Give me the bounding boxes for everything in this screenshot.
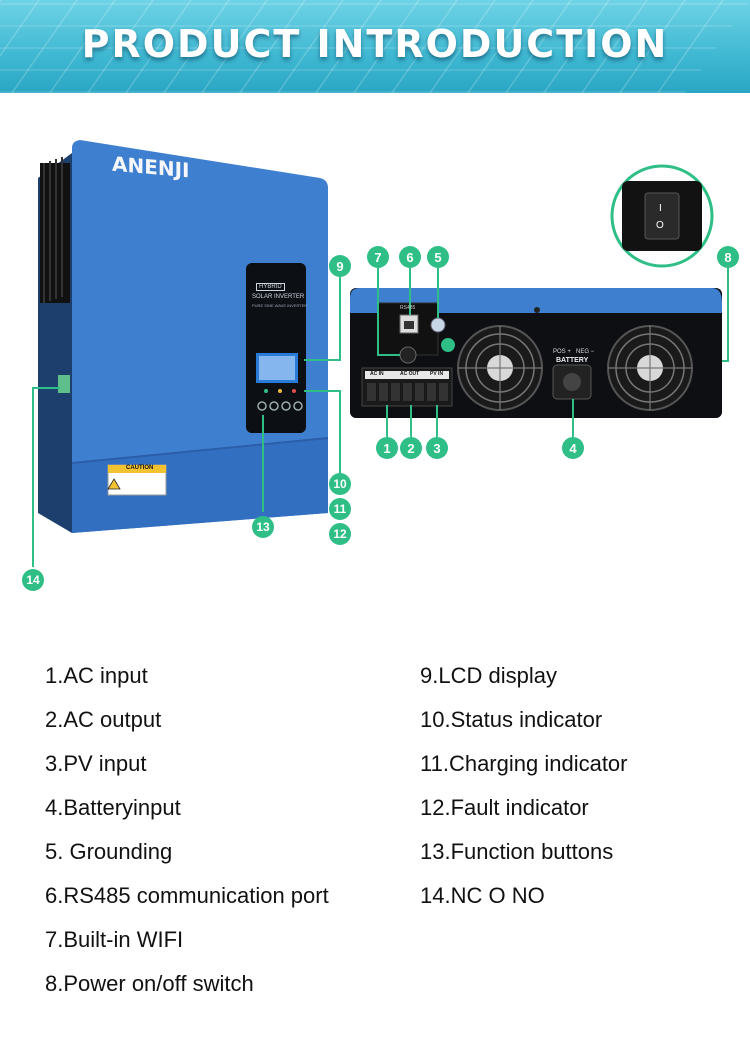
feature-item-1: 1.AC input bbox=[45, 663, 148, 688]
pos-label: POS + bbox=[553, 349, 571, 355]
page-title: PRODUCT INTRODUCTION bbox=[81, 22, 669, 66]
feature-item-4: 4.Batteryinput bbox=[45, 795, 181, 820]
feature-item-8: 8.Power on/off switch bbox=[45, 971, 254, 996]
terminal-screws bbox=[367, 383, 448, 401]
heatsink-fins bbox=[40, 157, 70, 303]
callout-11: 11 bbox=[329, 498, 351, 520]
feature-item-10: 10.Status indicator bbox=[420, 707, 603, 732]
ac-out-label: AC OUT bbox=[400, 371, 420, 377]
callout-12: 12 bbox=[329, 523, 351, 545]
fan-right-icon bbox=[607, 325, 693, 411]
rear-top-cover bbox=[350, 288, 722, 313]
callout-3: 3 bbox=[426, 437, 448, 459]
button-2 bbox=[269, 401, 279, 411]
feature-item-6: 6.RS485 communication port bbox=[45, 883, 329, 908]
feature-item-14: 14.NC O NO bbox=[420, 883, 545, 908]
feature-item-13: 13.Function buttons bbox=[420, 839, 614, 864]
callout-1: 1 bbox=[376, 437, 398, 459]
feature-item-5: 5. Grounding bbox=[45, 839, 173, 864]
caution-label: CAUTION bbox=[126, 465, 154, 471]
status-led-icon bbox=[441, 338, 455, 352]
button-3 bbox=[281, 401, 291, 411]
feature-item-2: 2.AC output bbox=[45, 707, 162, 732]
callout-lines bbox=[32, 268, 729, 567]
panel-label-hybrid: HYBRID bbox=[256, 283, 285, 291]
callout-5: 5 bbox=[427, 246, 449, 268]
switch-on-label: ON bbox=[651, 167, 668, 179]
panel-label-sine: PURE SINE WAVE INVERTER bbox=[252, 303, 308, 308]
feature-item-9: 9.LCD display bbox=[420, 663, 557, 688]
callout-8: 8 bbox=[717, 246, 739, 268]
callout-6: 6 bbox=[399, 246, 421, 268]
callout-13: 13 bbox=[252, 516, 274, 538]
inverter-diagram bbox=[32, 140, 729, 567]
callout-10: 10 bbox=[329, 473, 351, 495]
fan-left-icon bbox=[457, 325, 543, 411]
ac-in-label: AC IN bbox=[370, 371, 384, 377]
button-1 bbox=[257, 401, 267, 411]
switch-on-mark: I bbox=[659, 203, 662, 214]
product-illustration: ANENJI HYBRID SOLAR INVERTER PURE SINE W… bbox=[0, 93, 750, 623]
callout-14: 14 bbox=[22, 569, 44, 591]
battery-label: BATTERY bbox=[556, 357, 589, 364]
wifi-module-icon bbox=[399, 346, 417, 364]
button-4 bbox=[293, 401, 303, 411]
neg-label: NEG − bbox=[576, 349, 595, 355]
control-panel bbox=[246, 263, 306, 433]
header-banner: PRODUCT INTRODUCTION bbox=[0, 0, 750, 93]
callout-9: 9 bbox=[329, 255, 351, 277]
feature-item-11: 11.Charging indicator bbox=[420, 751, 628, 776]
switch-off-label: OFF bbox=[649, 250, 671, 262]
panel-label-solar: SOLAR INVERTER bbox=[252, 294, 305, 300]
callout-4: 4 bbox=[562, 437, 584, 459]
callout-7: 7 bbox=[367, 246, 389, 268]
pv-in-label: PV IN bbox=[430, 371, 444, 377]
switch-off-mark: O bbox=[656, 220, 664, 231]
rs485-label: RS485 bbox=[400, 305, 416, 311]
feature-item-7: 7.Built-in WIFI bbox=[45, 927, 184, 952]
terminal-block bbox=[58, 375, 70, 393]
grounding-icon bbox=[430, 317, 446, 333]
feature-item-12: 12.Fault indicator bbox=[420, 795, 589, 820]
feature-item-3: 3.PV input bbox=[45, 751, 147, 776]
callout-2: 2 bbox=[400, 437, 422, 459]
